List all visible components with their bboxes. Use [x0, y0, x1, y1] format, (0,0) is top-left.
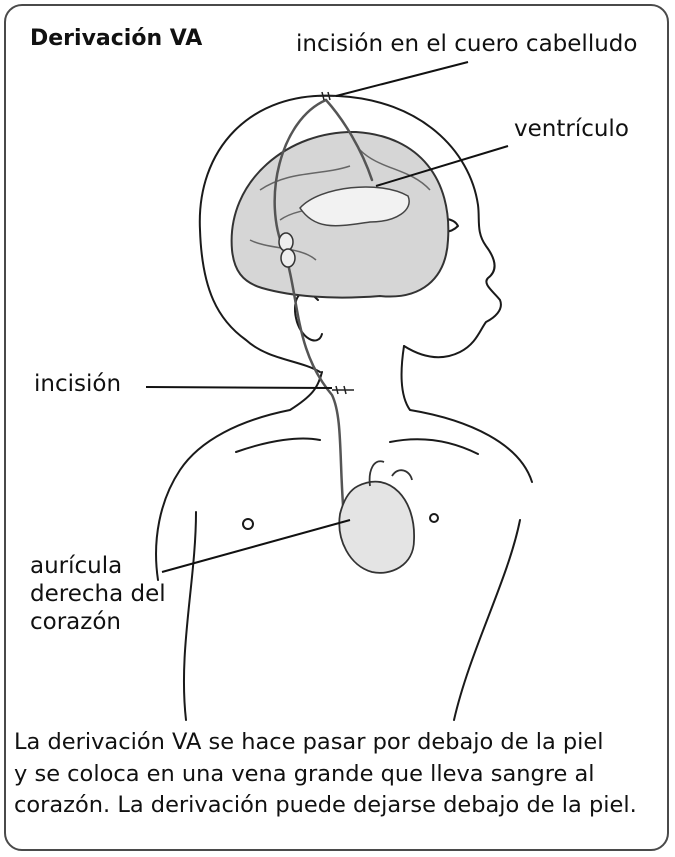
heart: [339, 482, 414, 573]
caption-line-1: La derivación VA se hace pasar por debaj…: [14, 727, 637, 759]
label-right-atrium-line-3: corazón: [30, 608, 166, 636]
torso-right: [454, 520, 520, 720]
label-incision: incisión: [34, 370, 121, 398]
neck-left: [156, 372, 322, 580]
neck-right: [402, 346, 532, 482]
figure-caption: La derivación VA se hace pasar por debaj…: [14, 727, 637, 822]
torso-left: [184, 512, 196, 720]
caption-line-3: corazón. La derivación puede dejarse deb…: [14, 790, 637, 822]
caption-line-2: y se coloca en una vena grande que lleva…: [14, 759, 637, 791]
label-right-atrium-line-1: aurícula: [30, 552, 166, 580]
label-right-atrium-line-2: derecha del: [30, 580, 166, 608]
label-scalp-incision: incisión en el cuero cabelludo: [296, 30, 637, 58]
label-right-atrium: aurícula derecha del corazón: [30, 552, 166, 636]
neck-incision-mark: [332, 386, 354, 394]
label-ventricle: ventrículo: [514, 115, 629, 143]
